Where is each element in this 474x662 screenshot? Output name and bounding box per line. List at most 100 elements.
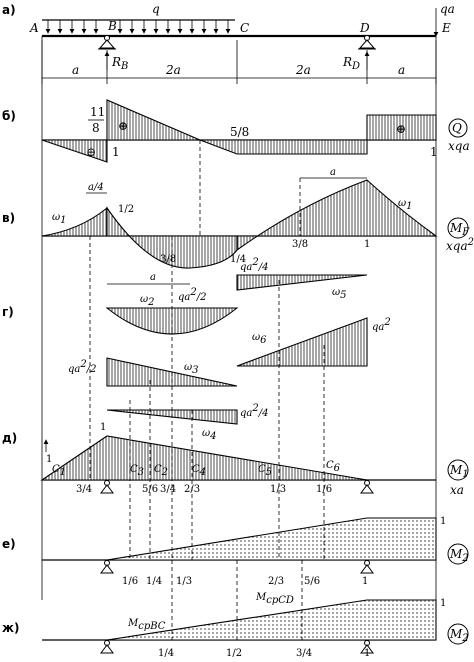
area-w5: [236, 274, 368, 291]
span-3: 2a: [295, 63, 311, 77]
M2e-peak: 1: [440, 516, 446, 527]
M2e-support-B-icon: [100, 560, 114, 574]
M1-C1: C1: [52, 464, 66, 478]
section-g-areas: г) ω2 qa2/2 ω3 qa2/2 ω4 qa2/4 ω5 qa2/4 ω…: [2, 257, 391, 442]
area-w6: [236, 317, 368, 367]
M2zh-tick-3: 3/4: [296, 648, 312, 659]
point-D: D: [359, 21, 370, 35]
w6-label: ω6: [252, 332, 267, 346]
M2e-tick-3: 1/3: [176, 576, 192, 587]
reaction-RD: RD: [342, 55, 360, 72]
w5-value: qa2/4: [240, 257, 268, 273]
Q-unit: xqa: [448, 139, 470, 153]
point-A: A: [29, 21, 39, 35]
M1-tick-1: 3/4: [76, 484, 92, 495]
MF-val-1: 1: [364, 239, 370, 250]
MF-omega1-b: ω1: [398, 198, 413, 212]
M1-C3: C3: [130, 464, 144, 478]
section-label-a: а): [2, 3, 16, 17]
w3-value: qa2/2: [68, 359, 96, 375]
M1-area: [40, 435, 368, 481]
M2zh-tick-4: 1: [364, 648, 370, 659]
M1-C2: C2: [154, 464, 168, 478]
MF-omega1: ω1: [52, 212, 67, 226]
M1-support-icon: [100, 480, 114, 494]
section-label-zh: ж): [2, 621, 19, 635]
M1-support-D-icon: [360, 480, 374, 494]
MF-area-3: [236, 179, 438, 252]
M2zh-area: [106, 599, 437, 641]
Q-area-2: [106, 99, 201, 141]
Q-area-3: [199, 139, 368, 155]
M1-label: M1: [449, 463, 469, 480]
M2e-support-D-icon: [360, 560, 374, 574]
w4-value: qa2/4: [240, 403, 268, 419]
Q-val-left: 1: [112, 145, 120, 159]
span-2: 2a: [165, 63, 181, 77]
w6-value: qa2: [372, 317, 391, 333]
w5-label: ω5: [332, 287, 347, 301]
M2zh-mbc: MсрBC: [127, 618, 166, 632]
MF-val-3-8-a: 3/8: [160, 254, 176, 265]
section-a-beam: а) q qa A B C D E: [2, 2, 455, 84]
M2zh-tick-1: 1/4: [158, 648, 174, 659]
M1-tick-3: 3/4: [160, 484, 176, 495]
Q-sign-4: ⊕: [396, 122, 406, 136]
M2zh-mcd: MсрCD: [255, 592, 294, 606]
M1-tick-2: 5/6: [142, 484, 158, 495]
MF-label-circle: [447, 217, 469, 239]
MF-dim-a4: a/4: [88, 182, 104, 193]
M2e-tick-2: 1/4: [146, 576, 162, 587]
M2e-tick-1: 1/6: [122, 576, 138, 587]
MF-val-3-8-b: 3/8: [292, 239, 308, 250]
span-1: a: [72, 63, 79, 77]
load-qa-label: qa: [440, 2, 455, 16]
MF-label: MF: [449, 221, 470, 238]
Q-area-4: [366, 114, 437, 141]
point-E: E: [441, 21, 451, 35]
M2e-tick-6: 1: [362, 576, 368, 587]
reaction-RB: RB: [111, 55, 128, 72]
w2-value: qa2/2: [178, 287, 206, 303]
section-label-e: е): [2, 537, 16, 551]
M1-peak: 1: [100, 422, 106, 433]
MF-val-1-4: 1/4: [230, 254, 246, 265]
M1-C5: C5: [258, 464, 272, 478]
support-D-icon: [358, 35, 376, 50]
M2e-area: [106, 517, 437, 561]
M2zh-label-circle: [447, 623, 469, 645]
M2e-tick-4: 2/3: [268, 576, 284, 587]
MF-dim-a1: a: [330, 167, 336, 178]
M1-C4: C4: [192, 464, 206, 478]
Q-sign-1: ⊖: [86, 145, 96, 159]
M2e-tick-5: 5/6: [304, 576, 320, 587]
section-d-M1: д) 1 1 C1 C3 C2 C4 C5 C6 3/4 5/6 3/4 2/3…: [2, 422, 469, 497]
M1-tick-5: 1/3: [270, 484, 286, 495]
load-arrows: [45, 20, 231, 34]
point-C: C: [240, 21, 249, 35]
Q-val-8: 8: [92, 121, 100, 135]
M1-unit-force: 1: [46, 454, 52, 465]
M2zh-support-D-icon: [360, 640, 374, 654]
w2-label: ω2: [140, 294, 155, 308]
section-e-M2: е) 1 1/6 1/4 1/3 2/3 5/6 1 M2: [2, 516, 469, 587]
section-label-b: б): [2, 109, 16, 123]
point-B: B: [107, 19, 117, 33]
section-label-v: в): [2, 211, 15, 225]
M2zh-tick-2: 1/2: [226, 648, 242, 659]
section-b-shear: б) 11 8 1 5/8 1 ⊖ ⊕ ⊕ Q xqa: [2, 99, 470, 163]
section-label-g: г): [2, 305, 14, 319]
projection-lines: [89, 140, 325, 640]
M2zh-support-B-icon: [100, 640, 114, 654]
section-label-d: д): [2, 431, 17, 445]
Q-area-1: [41, 139, 108, 163]
Q-val-right: 1: [430, 145, 438, 159]
section-v-moment: в) 1/2 3/8 1/4 3/8 1 a/4 a a ω1 ω1 MF xq…: [2, 167, 474, 285]
MF-val-1-2: 1/2: [118, 204, 134, 215]
support-B-icon: [98, 35, 116, 50]
Q-val-11: 11: [90, 105, 105, 119]
load-q-label: q: [152, 2, 160, 16]
M1-label-circle: [447, 459, 469, 481]
